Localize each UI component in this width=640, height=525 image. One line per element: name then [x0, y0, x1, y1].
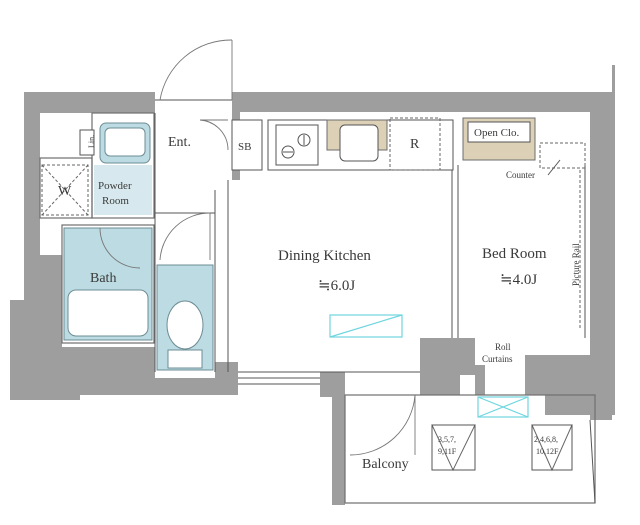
bed-room-size: ≒4.0J — [500, 272, 537, 288]
wash-basin — [99, 122, 151, 164]
stove — [275, 124, 319, 166]
bed-window — [477, 396, 529, 418]
counter-shelf — [539, 142, 586, 169]
powder-room-floor — [94, 165, 152, 215]
refrigerator-space — [389, 117, 441, 171]
balcony-doors — [238, 377, 416, 456]
floor-note-right-1: 2,4,6,8, — [534, 435, 558, 444]
balcony-label: Balcony — [362, 457, 409, 472]
shoe-box — [231, 119, 263, 171]
shoe-box-label: SB — [238, 141, 251, 153]
kitchen-counter — [267, 119, 454, 171]
washer-space — [41, 164, 89, 216]
linen-label: Lin. — [87, 135, 96, 148]
linen-shelf — [79, 129, 95, 156]
powder-room-label-1: Powder — [98, 180, 132, 192]
dining-kitchen-label: Dining Kitchen — [278, 248, 371, 264]
refrigerator-label: R — [410, 137, 420, 152]
roll-curtains-label-2: Curtains — [482, 354, 513, 364]
floor-note-left — [431, 424, 476, 472]
powder-room-label-2: Room — [102, 195, 129, 207]
bath-tub — [63, 227, 153, 341]
dining-kitchen-size: ≒6.0J — [318, 278, 355, 294]
picture-rail-label: Picture Rail — [571, 243, 581, 286]
washer-label: W — [58, 184, 72, 199]
dining-window — [329, 314, 403, 338]
floor-note-right — [531, 424, 573, 472]
open-closet — [462, 117, 536, 161]
floor-note-left-1: 3,5,7, — [438, 435, 456, 444]
entrance-label: Ent. — [168, 135, 191, 150]
bed-room-label: Bed Room — [482, 246, 547, 262]
structural-walls — [10, 65, 615, 505]
interior-walls — [39, 99, 596, 504]
floor-note-left-2: 9,11F — [438, 447, 457, 456]
roll-curtains-label-1: Roll — [495, 342, 511, 352]
bath-label: Bath — [90, 271, 116, 286]
entrance-door — [159, 39, 233, 261]
counter-label: Counter — [506, 170, 535, 180]
open-closet-label: Open Clo. — [474, 127, 519, 139]
toilet — [156, 264, 214, 371]
floor-note-right-2: 10,12F — [536, 447, 559, 456]
